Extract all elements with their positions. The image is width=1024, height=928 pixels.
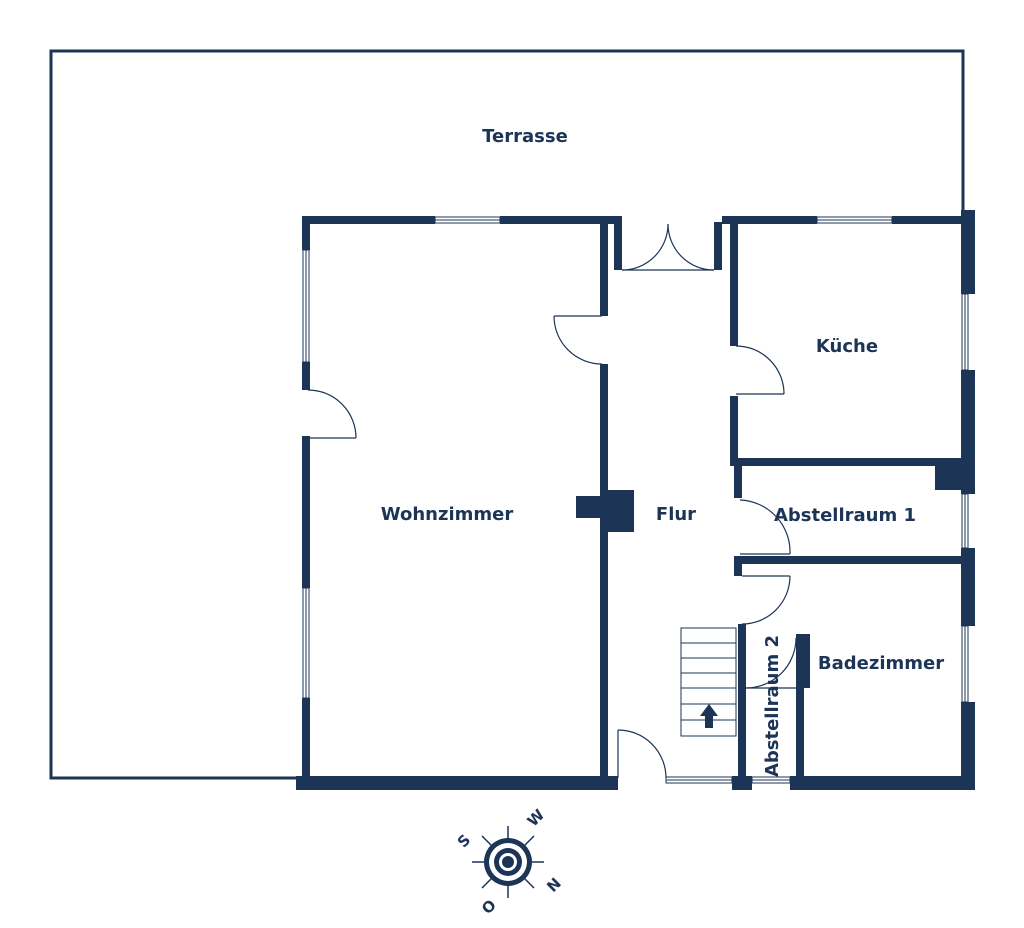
room-label-badezimmer: Badezimmer — [818, 653, 944, 674]
room-label-kueche: Küche — [816, 336, 878, 357]
compass-south: S — [454, 831, 474, 851]
windows — [302, 216, 969, 784]
compass-north: N — [543, 874, 565, 896]
room-label-wohnzimmer: Wohnzimmer — [381, 504, 514, 525]
compass-rose-icon — [472, 826, 544, 898]
compass-west: W — [524, 805, 549, 830]
stair-up-arrow-icon — [700, 704, 718, 728]
compass-east: O — [478, 896, 500, 918]
doors — [307, 223, 797, 779]
room-label-flur: Flur — [656, 504, 696, 525]
terrace-outline — [49, 49, 965, 780]
room-label-terrasse: Terrasse — [482, 126, 568, 147]
interior-walls — [576, 222, 966, 784]
room-label-abstellraum-2: Abstellraum 2 — [762, 635, 783, 777]
room-label-abstellraum-1: Abstellraum 1 — [774, 505, 916, 526]
exterior-walls — [296, 210, 975, 790]
